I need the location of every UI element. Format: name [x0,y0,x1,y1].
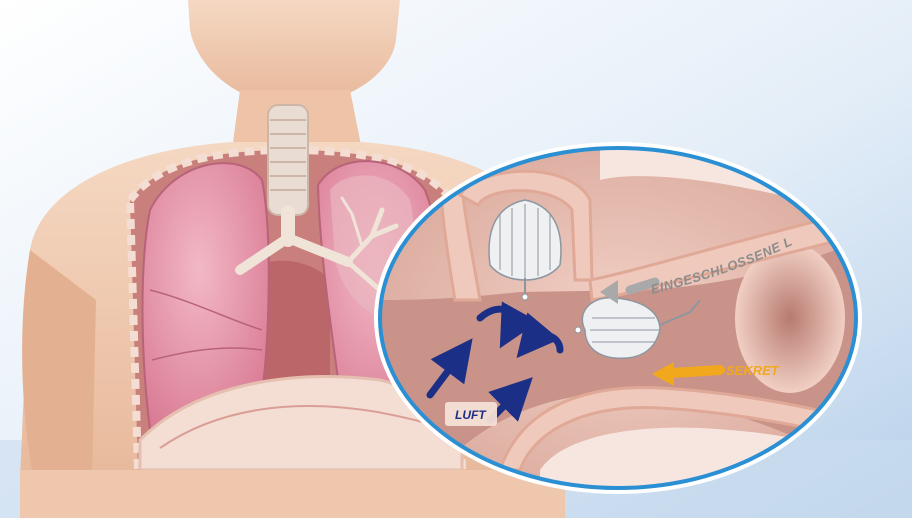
air-label-box: LUFT [445,402,497,426]
air-label: LUFT [455,408,487,422]
secretion-label: SEKRET [726,363,780,378]
lower-body [20,470,565,518]
trachea [268,105,308,215]
